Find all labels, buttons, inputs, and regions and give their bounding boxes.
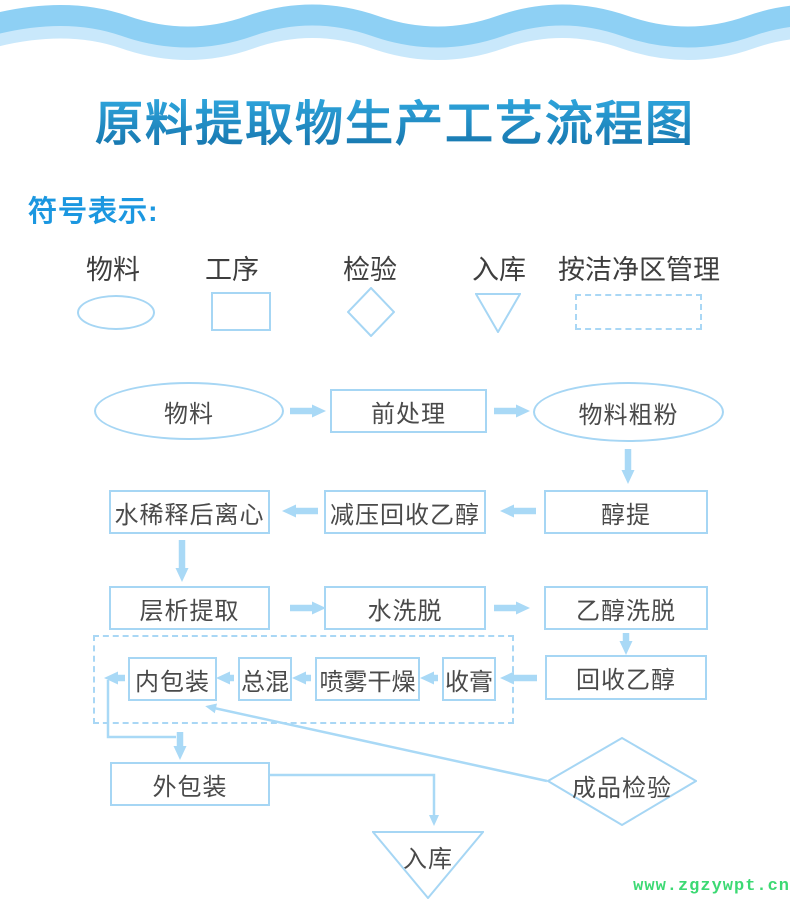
node-water-elution: 水洗脱 (324, 586, 486, 630)
node-alcohol-extraction: 醇提 (544, 490, 708, 534)
legend-dashed-rect-icon (575, 294, 702, 330)
node-outer-packaging: 外包装 (110, 762, 270, 806)
node-spray-drying: 喷雾干燥 (315, 657, 420, 701)
legend-label-clean-area: 按洁净区管理 (558, 255, 720, 285)
node-ethanol-recovery: 回收乙醇 (545, 655, 707, 700)
node-paste-collection: 收膏 (442, 657, 496, 701)
node-coarse-powder: 物料粗粉 (533, 382, 724, 442)
legend-rect-icon (211, 292, 271, 331)
watermark: www.zgzywpt.cn (633, 877, 790, 896)
node-inner-packaging: 内包装 (128, 657, 217, 701)
node-water-dilution-centrifuge: 水稀释后离心 (109, 490, 270, 534)
node-ethanol-elution: 乙醇洗脱 (544, 586, 708, 630)
node-warehousing: 入库 (372, 831, 484, 899)
legend-label-warehousing: 入库 (472, 255, 526, 285)
node-vacuum-ethanol-recovery: 减压回收乙醇 (324, 490, 486, 534)
node-pretreatment: 前处理 (330, 389, 487, 433)
legend-heading: 符号表示: (28, 196, 159, 228)
legend-label-process: 工序 (205, 255, 259, 285)
wave-banner (0, 4, 790, 60)
node-chromatography-extraction: 层析提取 (109, 586, 270, 630)
legend-triangle-icon (475, 293, 521, 333)
legend-label-materials: 物料 (86, 255, 140, 285)
node-product-inspection: 成品检验 (547, 737, 697, 826)
legend-ellipse-icon (77, 295, 155, 330)
legend-diamond-icon (347, 287, 395, 337)
page-title: 原料提取物生产工艺流程图 (0, 84, 790, 154)
legend-label-inspection: 检验 (343, 255, 397, 285)
node-materials: 物料 (94, 382, 284, 440)
warehousing-label: 入库 (403, 846, 453, 873)
node-total-mixing: 总混 (238, 657, 292, 701)
product-inspection-label: 成品检验 (572, 775, 672, 802)
